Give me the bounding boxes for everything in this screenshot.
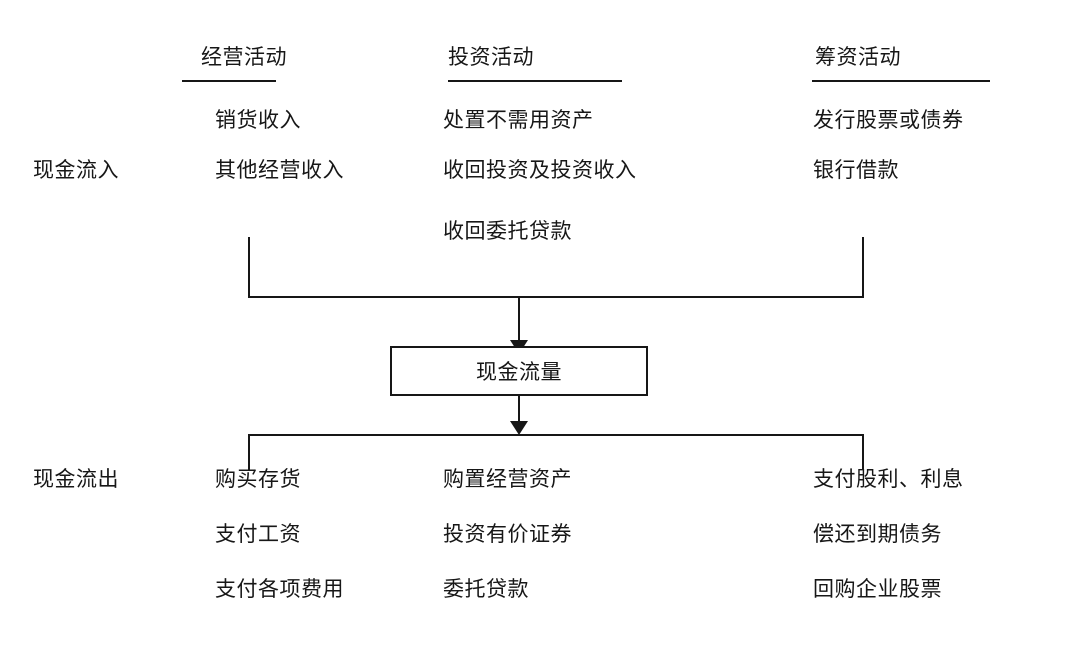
column-header-financing-rule [812,80,990,82]
connector-outflow-left-leg [248,434,250,470]
column-header-operating: 经营活动 [201,45,287,69]
column-header-investing: 投资活动 [448,45,534,69]
inflow-operating-item-2: 其他经营收入 [215,158,344,182]
outflow-financing-item-3: 回购企业股票 [813,577,942,601]
arrow-down-into-outflow-icon [510,421,528,435]
connector-outflow-right-leg [862,434,864,470]
row-label-cash-inflow: 现金流入 [33,158,119,182]
center-node-label: 现金流量 [476,360,562,384]
outflow-investing-item-2: 投资有价证券 [443,522,572,546]
connector-outflow-bus [248,434,864,436]
center-node-cash-flow: 现金流量 [390,346,648,396]
connector-inflow-to-center-stem [518,296,520,342]
inflow-operating-item-1: 销货收入 [215,108,301,132]
outflow-investing-item-3: 委托贷款 [443,577,529,601]
connector-center-to-outflow-stem [518,396,520,428]
outflow-financing-item-1: 支付股利、利息 [813,467,964,491]
column-header-investing-rule [448,80,622,82]
outflow-financing-item-2: 偿还到期债务 [813,522,942,546]
outflow-operating-item-1: 购买存货 [215,467,301,491]
outflow-operating-item-2: 支付工资 [215,522,301,546]
connector-inflow-right-leg [862,237,864,298]
row-label-cash-outflow: 现金流出 [33,467,119,491]
inflow-financing-item-1: 发行股票或债券 [813,108,964,132]
connector-inflow-left-leg [248,237,250,298]
connector-inflow-bus [248,296,864,298]
outflow-investing-item-1: 购置经营资产 [443,467,572,491]
inflow-investing-item-1: 处置不需用资产 [443,108,594,132]
outflow-operating-item-3: 支付各项费用 [215,577,344,601]
inflow-financing-item-2: 银行借款 [813,158,899,182]
column-header-financing: 筹资活动 [815,45,901,69]
column-header-operating-rule [182,80,276,82]
inflow-investing-item-3: 收回委托贷款 [443,219,572,243]
inflow-investing-item-2: 收回投资及投资收入 [443,158,637,182]
